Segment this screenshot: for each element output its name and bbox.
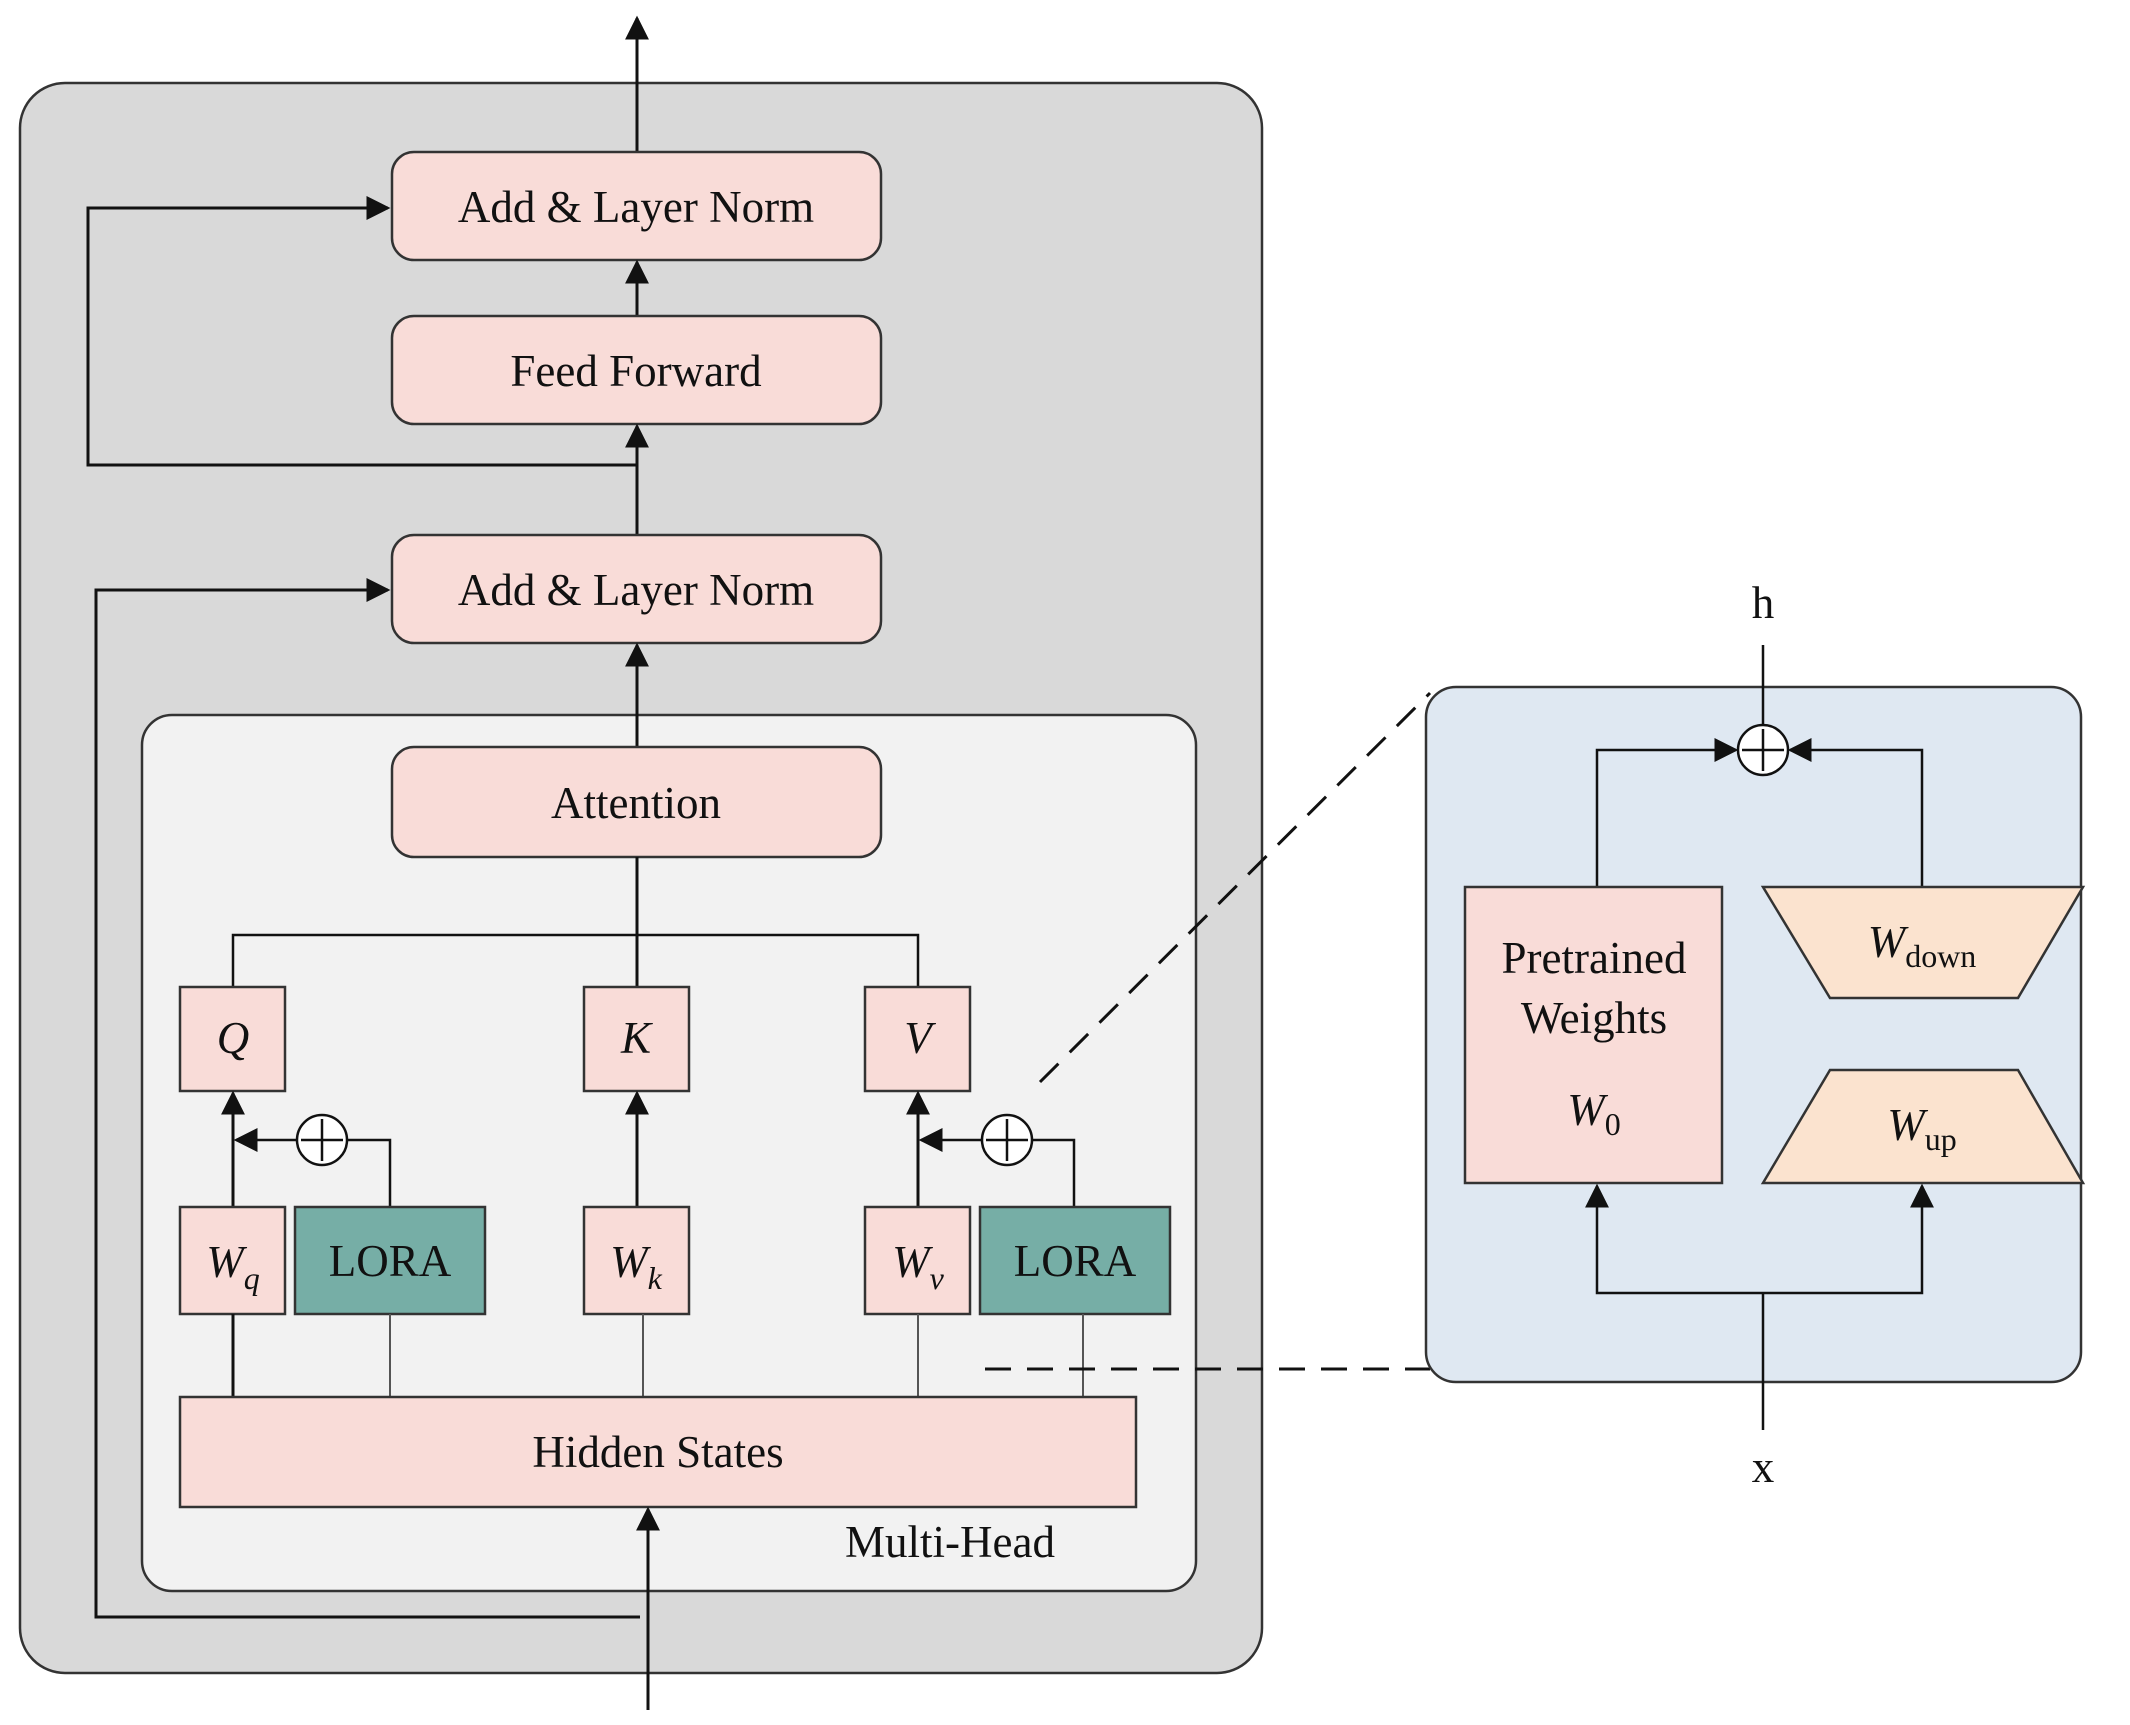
wk-box: Wk [582, 1205, 691, 1316]
lora-left-label: LORA [329, 1236, 452, 1286]
svg-text:Wq: Wq [206, 1237, 260, 1296]
wup-sub: up [1925, 1121, 1957, 1157]
add-norm-top-box: Add & Layer Norm [390, 150, 883, 262]
w0-sub: 0 [1605, 1106, 1621, 1142]
qv-merge-line [231, 933, 920, 987]
q-box: Q [178, 985, 287, 1093]
residual-connection-bottom [94, 578, 640, 1619]
plus-circle-detail [1736, 723, 1790, 777]
x-to-pretrained-arrow [1585, 1183, 1763, 1295]
wq-base: W [206, 1237, 247, 1287]
w-down-trapezoid: Wdown [1760, 885, 2086, 1000]
svg-text:Wdown: Wdown [1868, 917, 1977, 974]
k-box: K [582, 985, 691, 1093]
add-norm-top-label: Add & Layer Norm [458, 182, 814, 232]
multi-head-caption: Multi-Head [845, 1517, 1055, 1567]
v-box: V [863, 985, 972, 1093]
lora-right-label: LORA [1014, 1236, 1137, 1286]
attention-label: Attention [551, 778, 721, 828]
feed-forward-label: Feed Forward [510, 346, 761, 396]
wdown-to-plus-arrow [1787, 738, 1924, 887]
w-up-trapezoid: Wup [1760, 1068, 2086, 1185]
wv-sub: v [930, 1260, 945, 1296]
add-norm-bottom-box: Add & Layer Norm [390, 533, 883, 645]
hidden-states-box: Hidden States [178, 1395, 1138, 1509]
lora-left-to-adder-line [348, 1138, 392, 1207]
lora-right-to-adder-line [1032, 1138, 1076, 1207]
svg-text:Wv: Wv [892, 1237, 945, 1296]
hidden-states-label: Hidden States [532, 1427, 783, 1477]
add-norm-bottom-label: Add & Layer Norm [458, 565, 814, 615]
zoom-line-top [1038, 691, 1432, 1084]
svg-text:Wup: Wup [1887, 1100, 1957, 1157]
input-x-label: x [1752, 1442, 1775, 1492]
lora-right-box: LORA [978, 1205, 1172, 1316]
attention-box: Attention [390, 745, 883, 859]
lora-detail-background [1424, 685, 2083, 1384]
wv-box: Wv [863, 1205, 972, 1316]
wv-base: W [892, 1237, 933, 1287]
k-label: K [620, 1013, 653, 1063]
q-label: Q [217, 1013, 250, 1063]
output-h-label: h [1752, 578, 1775, 628]
lora-left-box: LORA [293, 1205, 487, 1316]
wq-sub: q [244, 1260, 260, 1296]
pretrained-line2: Weights [1521, 993, 1667, 1043]
plus-circle-left [295, 1113, 349, 1167]
v-label: V [904, 1013, 936, 1063]
wk-base: W [610, 1237, 651, 1287]
residual-connection-top [86, 196, 637, 467]
pretrained-line1: Pretrained [1502, 933, 1687, 983]
plus-circle-right [980, 1113, 1034, 1167]
w0-base: W [1567, 1085, 1608, 1135]
x-to-wup-arrow [1763, 1183, 1934, 1295]
pretrained-to-plus-arrow [1595, 738, 1739, 887]
svg-text:Wk: Wk [610, 1237, 663, 1296]
wdown-sub: down [1905, 938, 1976, 974]
svg-text:W0: W0 [1567, 1085, 1621, 1142]
feed-forward-box: Feed Forward [390, 314, 883, 426]
wup-base: W [1887, 1100, 1928, 1150]
wq-box: Wq [178, 1205, 287, 1316]
wdown-base: W [1868, 917, 1909, 967]
pretrained-weights-box: Pretrained Weights W0 [1463, 885, 1724, 1185]
wk-sub: k [648, 1260, 663, 1296]
